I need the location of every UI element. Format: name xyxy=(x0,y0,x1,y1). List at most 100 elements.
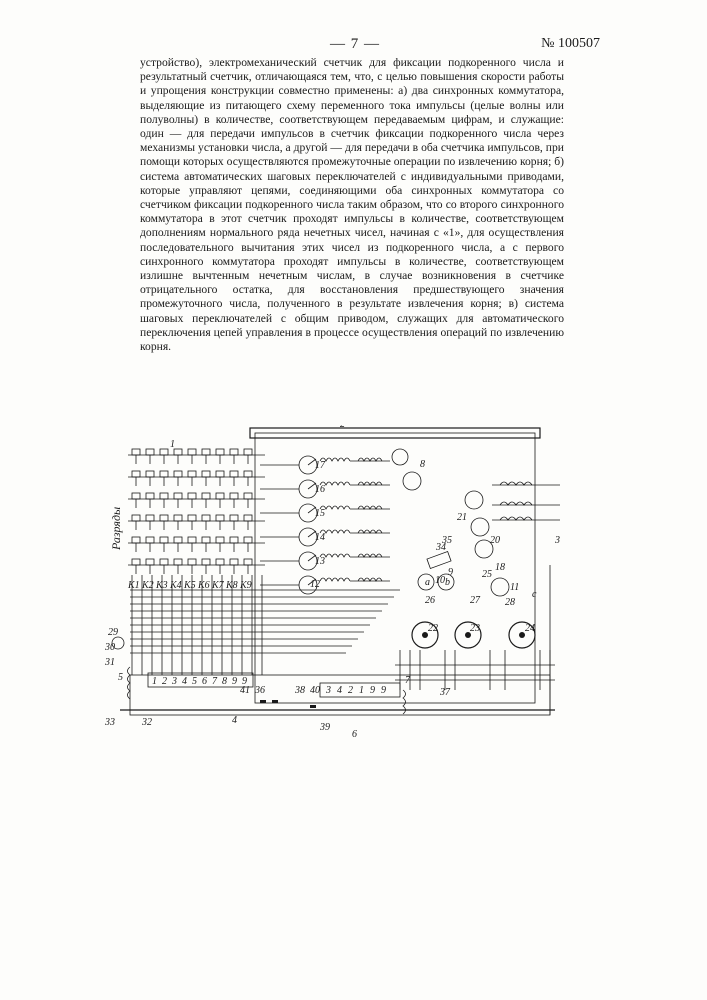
ref-number: 17 xyxy=(315,460,326,471)
key-label: K7 xyxy=(211,580,225,591)
relay-contact xyxy=(174,449,182,455)
relay-contact xyxy=(160,537,168,543)
relay-contact xyxy=(174,471,182,477)
relay-contact xyxy=(230,515,238,521)
relay-contact xyxy=(160,449,168,455)
relay-contact xyxy=(202,537,210,543)
relay-contact xyxy=(202,449,210,455)
counter-digit: 7 xyxy=(212,676,218,687)
relay-contact xyxy=(230,493,238,499)
key-label: K4 xyxy=(169,580,182,591)
relay-contact xyxy=(174,537,182,543)
relay-contact xyxy=(160,559,168,565)
counter-digit: 2 xyxy=(162,676,167,687)
ref-number: 14 xyxy=(315,532,325,543)
relay-contact xyxy=(146,493,154,499)
relay-contact xyxy=(188,515,196,521)
ref-number: c xyxy=(532,589,537,600)
ref-number: 39 xyxy=(319,722,330,733)
claim-text: устройство), электромеханический счетчик… xyxy=(140,56,564,354)
relay-contact xyxy=(132,449,140,455)
ref-number: 28 xyxy=(505,597,515,608)
counter-digit: 9 xyxy=(370,685,375,696)
key-label: K2 xyxy=(141,580,154,591)
relay-contact xyxy=(216,493,224,499)
counter-digit: 9 xyxy=(381,685,386,696)
relay-contact xyxy=(244,471,252,477)
counter-digit: 3 xyxy=(171,676,177,687)
counter-digit: 9 xyxy=(232,676,237,687)
ref-number: 38 xyxy=(294,685,305,696)
key-label: K3 xyxy=(155,580,168,591)
counter-digit: 4 xyxy=(337,685,342,696)
stepping-switches xyxy=(260,449,408,594)
counter-digit: 9 xyxy=(242,676,247,687)
circuit-diagram: Разряды K1K2K3K4K5K6K7K8K9 1234567891011… xyxy=(100,425,570,750)
relay-contact xyxy=(174,515,182,521)
relay-contact xyxy=(230,537,238,543)
relay-contact xyxy=(230,471,238,477)
ref-number: b xyxy=(445,577,450,588)
claim-paragraph: устройство), электромеханический счетчик… xyxy=(140,56,564,354)
relay-contact xyxy=(244,493,252,499)
patent-number: № 100507 xyxy=(470,36,600,52)
counter-digit: 3 xyxy=(325,685,331,696)
relay-contact xyxy=(230,449,238,455)
ref-number: 35 xyxy=(441,535,452,546)
relay-contact xyxy=(188,493,196,499)
relay-contact xyxy=(174,493,182,499)
counter-digit: 1 xyxy=(152,676,157,687)
ref-number: 36 xyxy=(254,685,265,696)
ref-number: 23 xyxy=(470,623,480,634)
ref-number: 8 xyxy=(420,459,425,470)
ref-number: 15 xyxy=(315,508,325,519)
relay-contact xyxy=(132,559,140,565)
ref-number: a xyxy=(425,577,430,588)
relay-contact xyxy=(216,515,224,521)
relay-contact xyxy=(216,449,224,455)
ref-number: 40 xyxy=(310,685,320,696)
ref-number: 20 xyxy=(490,535,500,546)
ref-number: 26 xyxy=(425,595,435,606)
page-number: — 7 — xyxy=(300,36,410,53)
relay-contact xyxy=(244,515,252,521)
relay-contact xyxy=(244,537,252,543)
key-label: K1 xyxy=(127,580,140,591)
ref-number: 32 xyxy=(141,717,152,728)
ref-number: 22 xyxy=(428,623,438,634)
relay-contact xyxy=(188,471,196,477)
counter-digit: 4 xyxy=(182,676,187,687)
relay-contact xyxy=(146,559,154,565)
ref-number: 18 xyxy=(495,562,505,573)
ref-number: 24 xyxy=(525,623,535,634)
relay-contact xyxy=(160,471,168,477)
relay-contact xyxy=(146,515,154,521)
counter-digit: 5 xyxy=(192,676,197,687)
ref-number: 12 xyxy=(310,579,320,590)
relay-contact xyxy=(216,537,224,543)
ref-number: 4 xyxy=(232,715,237,726)
circuit-svg: Разряды K1K2K3K4K5K6K7K8K9 1234567891011… xyxy=(100,425,570,750)
axis-label: Разряды xyxy=(109,507,123,551)
relay-contact xyxy=(216,471,224,477)
counter-digit: 2 xyxy=(348,685,353,696)
ref-number: 1 xyxy=(170,439,175,450)
ref-number: 30 xyxy=(104,642,115,653)
ref-number: 27 xyxy=(470,595,481,606)
counter-digit: 6 xyxy=(202,676,207,687)
key-label: K8 xyxy=(225,580,238,591)
relay-contact xyxy=(202,493,210,499)
ref-number: 21 xyxy=(457,512,467,523)
ref-number: 16 xyxy=(315,484,325,495)
relay-contact xyxy=(244,559,252,565)
counter-digit: 8 xyxy=(222,676,227,687)
relay-contact xyxy=(202,515,210,521)
ref-number: 29 xyxy=(108,627,118,638)
relay-contact xyxy=(160,493,168,499)
ref-number: 13 xyxy=(315,556,325,567)
relay-contact xyxy=(202,559,210,565)
key-label: K9 xyxy=(239,580,252,591)
ref-number: 5 xyxy=(118,672,123,683)
relay-contact xyxy=(174,559,182,565)
